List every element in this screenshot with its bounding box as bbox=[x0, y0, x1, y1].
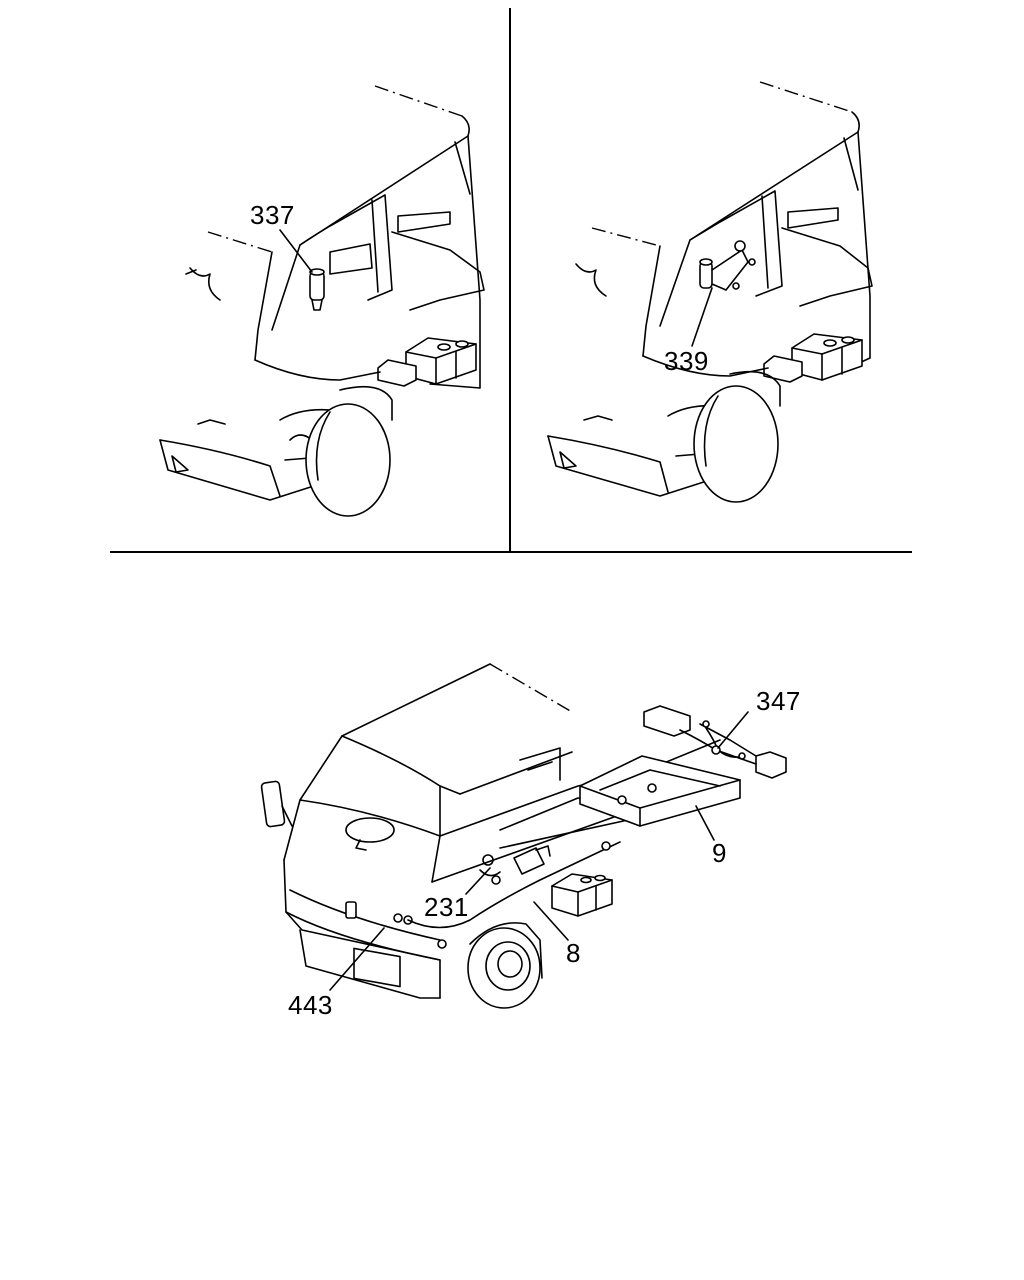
callout-347: 347 bbox=[756, 686, 801, 716]
callout-337: 337 bbox=[250, 200, 295, 230]
leader-line-231 bbox=[465, 867, 491, 895]
leader-line-337 bbox=[279, 229, 313, 273]
leader-line-9 bbox=[695, 805, 715, 841]
leader-line-8 bbox=[533, 901, 569, 941]
callout-231: 231 bbox=[424, 892, 469, 922]
callout-443: 443 bbox=[288, 990, 333, 1020]
truck-rear-chassis-view bbox=[260, 663, 787, 1009]
leader-line-347 bbox=[717, 711, 749, 749]
leader-line-339 bbox=[691, 287, 713, 347]
leader-line-443 bbox=[329, 927, 385, 991]
callout-8: 8 bbox=[566, 938, 581, 968]
callout-9: 9 bbox=[712, 838, 727, 868]
truck-front-view-right bbox=[547, 81, 873, 503]
truck-front-view-left bbox=[159, 85, 485, 517]
callout-339: 339 bbox=[664, 346, 709, 376]
